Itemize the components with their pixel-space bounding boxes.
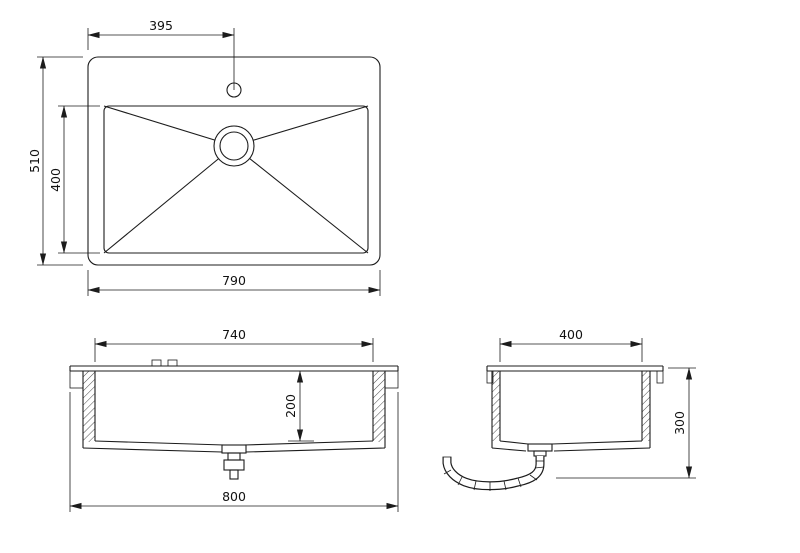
dim-label-790: 790 [222,273,246,288]
drain-inner-circle [219,131,249,161]
dim-label-395: 395 [149,18,173,33]
dim-faucet-offset: 395 [87,18,235,90]
dim-label-740: 740 [222,327,246,342]
drain-assembly-front [221,444,247,480]
faucet-boss-left [151,359,162,367]
top-view: 395 510 400 790 [27,18,381,296]
dim-overall-depth: 510 [27,56,83,266]
front-view-outline [69,359,399,480]
dim-overall-height-side: 300 [556,367,696,479]
dim-label-510: 510 [27,149,42,173]
dim-label-800: 800 [222,489,246,504]
side-view-outline [442,365,664,491]
side-view: 400 300 [442,327,696,491]
dim-label-200: 200 [283,394,298,418]
dim-label-400-side: 400 [559,327,583,342]
dim-label-400-top: 400 [48,168,63,192]
dim-overall-width-front: 800 [69,392,399,512]
dim-overall-width-top: 790 [87,270,381,296]
top-view-outline [87,56,381,266]
drain-assembly-side [527,443,553,457]
left-clip [69,370,84,389]
faucet-boss-right [167,359,178,367]
dim-bowl-height: 200 [283,370,314,442]
dim-bowl-depth: 400 [48,105,100,254]
front-view: 740 200 800 [69,327,399,512]
drain-outer-circle [213,125,255,167]
right-clip [384,370,399,389]
dim-bowl-width-side: 400 [499,327,643,362]
dim-label-300: 300 [672,411,687,435]
bowl-edge [103,105,369,254]
waste-hose [442,456,545,491]
dim-bowl-width-front: 740 [94,327,374,362]
